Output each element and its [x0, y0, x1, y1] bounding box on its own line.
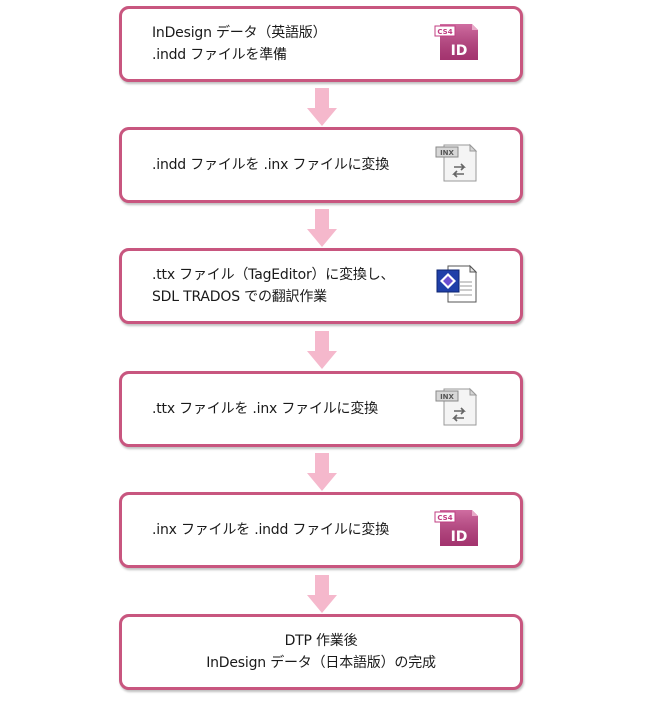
flow-arrow-1	[307, 88, 337, 126]
flow-step-1: InDesign データ（英語版） .indd ファイルを準備 CS4 ID	[119, 6, 523, 82]
flow-arrow-4	[307, 453, 337, 491]
indesign-cs4-file-icon: CS4 ID	[434, 22, 480, 66]
flow-step-6: DTP 作業後 InDesign データ（日本語版）の完成	[119, 614, 523, 690]
flow-arrow-2	[307, 209, 337, 247]
cs4-badge-text: CS4	[437, 514, 452, 522]
step-6-text: DTP 作業後 InDesign データ（日本語版）の完成	[122, 617, 520, 687]
step-4-line-1: .ttx ファイルを .inx ファイルに変換	[152, 401, 378, 417]
id-mark-text: ID	[451, 529, 468, 545]
step-1-line-1: InDesign データ（英語版）	[152, 25, 327, 41]
id-mark-text: ID	[451, 43, 468, 59]
flow-step-3: .ttx ファイル（TagEditor）に変換し、 SDL TRADOS での翻…	[119, 248, 523, 324]
step-5-line-1: .inx ファイルを .indd ファイルに変換	[152, 522, 390, 538]
step-3-line-2: SDL TRADOS での翻訳作業	[152, 289, 327, 305]
inx-badge-text: INX	[440, 149, 454, 157]
inx-badge-text: INX	[440, 393, 454, 401]
flow-step-5: .inx ファイルを .indd ファイルに変換 CS4 ID	[119, 492, 523, 568]
step-3-line-1: .ttx ファイル（TagEditor）に変換し、	[152, 267, 395, 283]
flow-arrow-3	[307, 331, 337, 369]
flow-step-4: .ttx ファイルを .inx ファイルに変換 INX	[119, 371, 523, 447]
tageditor-ttx-file-icon	[434, 264, 480, 308]
inx-file-icon: INX	[434, 387, 480, 431]
cs4-badge-text: CS4	[437, 28, 452, 36]
flow-arrow-5	[307, 575, 337, 613]
flow-step-2: .indd ファイルを .inx ファイルに変換 INX	[119, 127, 523, 203]
step-1-text: InDesign データ（英語版） .indd ファイルを準備	[152, 9, 442, 79]
step-4-text: .ttx ファイルを .inx ファイルに変換	[152, 374, 442, 444]
inx-file-icon: INX	[434, 143, 480, 187]
step-6-line-1: DTP 作業後	[284, 633, 358, 649]
indesign-cs4-file-icon: CS4 ID	[434, 508, 480, 552]
step-3-text: .ttx ファイル（TagEditor）に変換し、 SDL TRADOS での翻…	[152, 251, 442, 321]
step-2-line-1: .indd ファイルを .inx ファイルに変換	[152, 157, 390, 173]
step-2-text: .indd ファイルを .inx ファイルに変換	[152, 130, 442, 200]
step-6-line-2: InDesign データ（日本語版）の完成	[206, 655, 436, 671]
step-1-line-2: .indd ファイルを準備	[152, 47, 287, 63]
step-5-text: .inx ファイルを .indd ファイルに変換	[152, 495, 442, 565]
